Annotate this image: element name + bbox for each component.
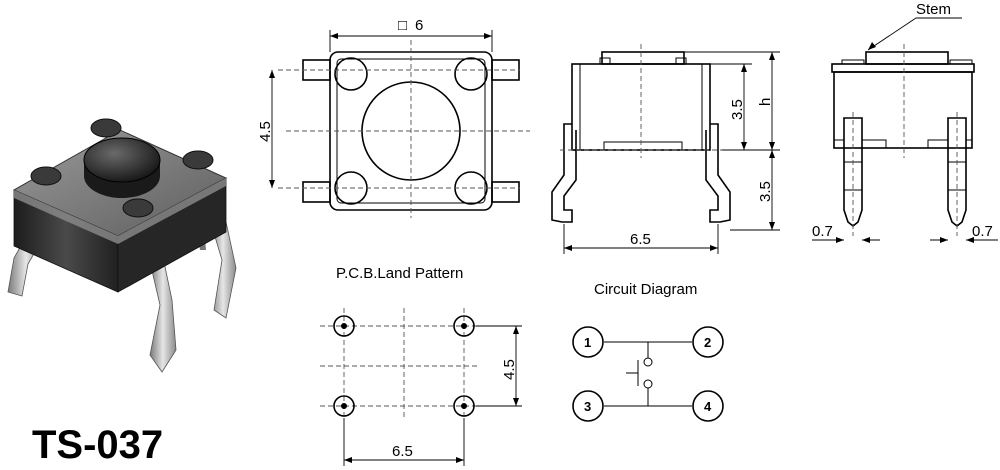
switch-photo bbox=[7, 118, 237, 373]
end-view: Stem 0.7 0.7 bbox=[812, 1, 998, 243]
pcb-height-label: 4.5 bbox=[501, 359, 518, 380]
circuit-pin-1: 1 bbox=[572, 326, 604, 358]
circuit-pin-3: 3 bbox=[572, 390, 604, 422]
pcb-title: P.C.B.Land Pattern bbox=[336, 265, 463, 282]
top-view: □ 6 4.5 bbox=[257, 17, 530, 218]
svg-text:1: 1 bbox=[584, 335, 591, 350]
pcb-land-pattern: P.C.B.Land Pattern 4.5 6.5 bbox=[320, 265, 522, 466]
svg-text:3: 3 bbox=[584, 399, 591, 414]
pin-right-dim: 0.7 bbox=[972, 223, 993, 240]
circuit-pin-4: 4 bbox=[692, 390, 724, 422]
top-view-square-symbol: □ bbox=[398, 17, 407, 34]
stem-label: Stem bbox=[916, 1, 951, 18]
top-view-width-label: 6 bbox=[415, 17, 423, 34]
pcb-width-label: 6.5 bbox=[392, 443, 413, 460]
side-dim-width: 6.5 bbox=[630, 231, 651, 248]
side-dim-lower: 3.5 bbox=[757, 181, 774, 202]
circuit-diagram: Circuit Diagram 1 2 3 4 bbox=[572, 281, 724, 422]
side-dim-h: h bbox=[757, 98, 774, 106]
pin-left-dim: 0.7 bbox=[812, 223, 833, 240]
top-view-height-label: 4.5 bbox=[257, 121, 274, 142]
circuit-pin-2: 2 bbox=[692, 326, 724, 358]
svg-text:2: 2 bbox=[704, 335, 711, 350]
side-dim-upper: 3.5 bbox=[729, 99, 746, 120]
side-view: 3.5 h 3.5 6.5 bbox=[551, 44, 780, 254]
circuit-title: Circuit Diagram bbox=[594, 281, 697, 298]
model-title: TS-037 bbox=[32, 423, 163, 467]
svg-text:4: 4 bbox=[704, 399, 712, 414]
